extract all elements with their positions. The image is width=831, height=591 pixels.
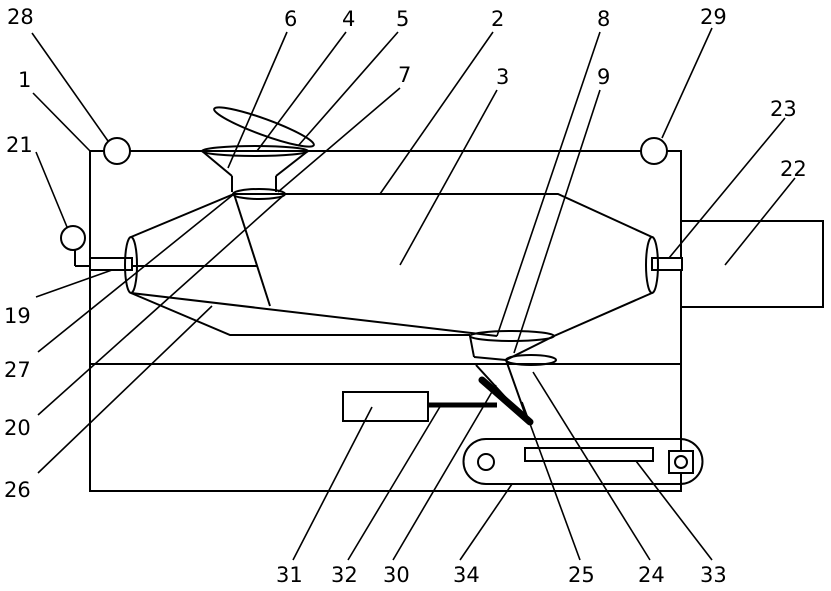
label-19: 19 — [4, 304, 31, 328]
drum-inner-line — [131, 293, 497, 336]
chute-left-wall — [470, 336, 474, 357]
label-27: 27 — [4, 358, 31, 382]
cylinder-box — [343, 392, 428, 421]
belt-left-curve — [464, 439, 487, 484]
drive-box — [669, 451, 693, 473]
feed-screen-line — [234, 194, 270, 306]
label-4: 4 — [342, 7, 355, 31]
drum-top-edge — [131, 194, 652, 237]
label-9: 9 — [597, 65, 610, 89]
chute-top-ring — [470, 331, 554, 341]
chute-lip — [474, 357, 506, 360]
label-24: 24 — [638, 563, 665, 587]
label-21: 21 — [6, 133, 33, 157]
label-22: 22 — [780, 157, 807, 181]
scraper-assembly — [343, 380, 530, 422]
label-23: 23 — [770, 97, 797, 121]
label-33: 33 — [700, 563, 727, 587]
label-30: 30 — [383, 563, 410, 587]
motor-box — [681, 221, 823, 307]
left-sensor — [104, 138, 130, 164]
label-5: 5 — [396, 7, 409, 31]
label-3: 3 — [496, 65, 509, 89]
label-28: 28 — [7, 5, 34, 29]
side-sensor — [61, 226, 85, 250]
label-26: 26 — [4, 478, 31, 502]
drum-right-bottom — [554, 293, 652, 336]
label-8: 8 — [597, 7, 610, 31]
label-29: 29 — [700, 5, 727, 29]
hopper-lid — [211, 101, 316, 152]
label-34: 34 — [453, 563, 480, 587]
scraper-blade — [482, 380, 530, 422]
label-20: 20 — [4, 416, 31, 440]
label-25: 25 — [568, 563, 595, 587]
label-7: 7 — [398, 63, 411, 87]
label-6: 6 — [284, 7, 297, 31]
label-1: 1 — [18, 68, 31, 92]
conveyor — [464, 439, 703, 484]
label-32: 32 — [331, 563, 358, 587]
left-roller — [478, 454, 494, 470]
part-labels: 28 1 21 19 27 20 26 6 4 5 7 2 3 8 9 29 2… — [4, 5, 807, 587]
label-2: 2 — [491, 7, 504, 31]
right-shaft — [652, 258, 682, 270]
right-sensor — [641, 138, 667, 164]
label-31: 31 — [276, 563, 303, 587]
collection-tray — [525, 448, 653, 461]
